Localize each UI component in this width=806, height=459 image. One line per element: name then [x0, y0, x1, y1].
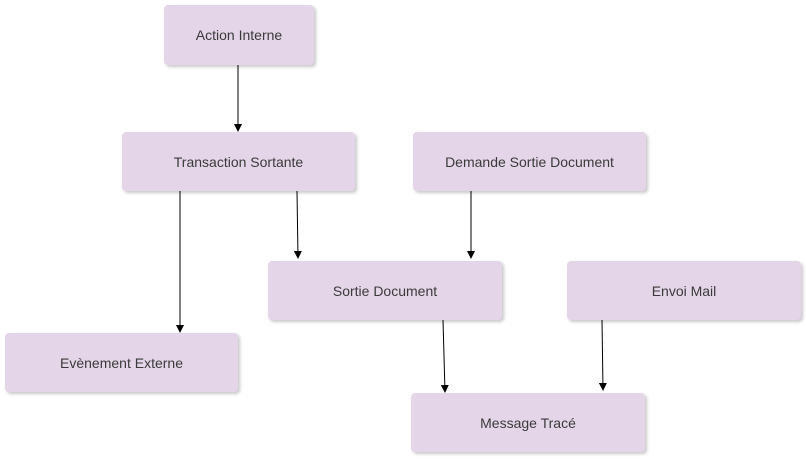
- node-label: Message Tracé: [480, 414, 576, 431]
- node-label: Evènement Externe: [60, 354, 183, 371]
- node-label: Transaction Sortante: [173, 153, 304, 170]
- edge-envoi-mail-to-message-trace: [598, 319, 607, 391]
- node-envoi-mail: Envoi Mail: [567, 261, 801, 320]
- node-demande-sortie-document: Demande Sortie Document: [413, 132, 646, 191]
- node-action-interne: Action Interne: [164, 5, 314, 65]
- node-label: Sortie Document: [332, 282, 438, 299]
- node-sortie-document: Sortie Document: [268, 261, 502, 320]
- node-label: Demande Sortie Document: [445, 153, 614, 170]
- node-label: Action Interne: [195, 27, 283, 43]
- node-evenement-externe: Evènement Externe: [5, 333, 238, 392]
- edge-transaction-sortante-to-sortie-document: [293, 190, 302, 259]
- edge-sortie-document-to-message-trace: [440, 319, 449, 393]
- node-label: Envoi Mail: [651, 282, 717, 299]
- node-message-trace: Message Tracé: [411, 393, 645, 452]
- node-transaction-sortante: Transaction Sortante: [122, 132, 355, 191]
